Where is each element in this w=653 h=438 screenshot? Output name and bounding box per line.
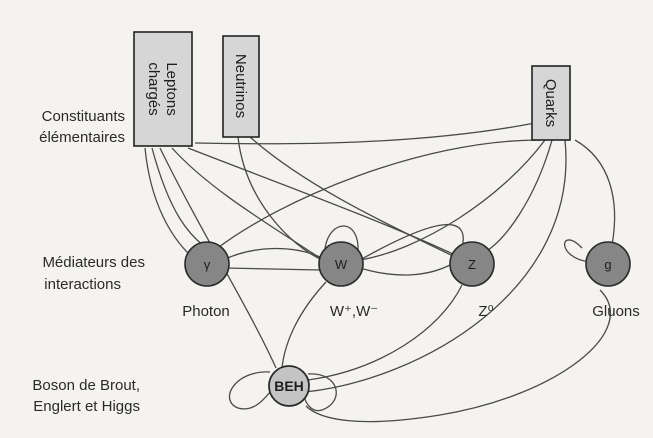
row-label-boson-1: Boson de Brout, <box>32 377 140 394</box>
link-quarks-beh <box>304 139 567 393</box>
link-leptons-w <box>171 147 321 259</box>
link-neutrinos-w <box>237 136 323 261</box>
box-leptons-line1: Leptons <box>163 62 180 115</box>
node-w: W <box>318 241 364 287</box>
link-quarks-w <box>359 139 546 261</box>
link-quarks-photon <box>214 139 541 251</box>
link-leptons-z <box>187 147 456 256</box>
link-quarks-z <box>484 139 553 253</box>
link-gluon-beh <box>305 289 612 423</box>
link-quarks-gluon <box>574 139 616 246</box>
link-photon-w <box>224 267 321 271</box>
node-z-symbol: Z <box>468 257 476 272</box>
box-neutrinos: Neutrinos <box>222 35 260 138</box>
link-z-beh <box>307 284 463 381</box>
box-neutrinos-label: Neutrinos <box>232 54 249 118</box>
node-photon: γ <box>184 241 230 287</box>
node-beh-symbol: BEH <box>274 378 304 394</box>
link-leptons-quarks-arc <box>194 122 536 145</box>
link-z-w-arc <box>359 223 464 261</box>
label-w: W⁺,W⁻ <box>330 303 378 320</box>
label-z: Z⁰ <box>478 303 493 320</box>
row-label-constituents-2: élémentaires <box>39 129 125 146</box>
node-photon-symbol: γ <box>204 257 211 272</box>
box-leptons-line2: chargés <box>145 62 162 115</box>
row-label-mediators-1: Médiateurs des <box>42 254 145 271</box>
link-beh-self-right <box>303 373 337 412</box>
box-leptons: Leptons chargés <box>133 31 193 147</box>
row-label-mediators-2: interactions <box>44 276 121 293</box>
link-gluon-self <box>564 239 591 263</box>
label-photon: Photon <box>182 303 230 320</box>
link-w-self <box>324 225 359 253</box>
row-label-boson-2: Englert et Higgs <box>33 398 140 415</box>
node-gluon-symbol: g <box>604 257 611 272</box>
node-beh: BEH <box>268 365 310 407</box>
link-neutrinos-z <box>249 136 458 259</box>
link-photon-w-b <box>222 247 323 261</box>
node-gluon: g <box>585 241 631 287</box>
node-z: Z <box>449 241 495 287</box>
link-w-z <box>359 264 451 276</box>
link-w-beh <box>281 281 327 369</box>
link-leptons-photon-b <box>151 147 205 247</box>
node-w-symbol: W <box>335 257 348 272</box>
connections <box>144 122 616 423</box>
link-beh-self-left <box>228 371 271 410</box>
box-quarks-label: Quarks <box>542 79 559 127</box>
row-label-constituents-1: Constituants <box>42 108 125 125</box>
label-gluon: Gluons <box>592 303 640 320</box>
box-quarks: Quarks <box>531 65 571 141</box>
